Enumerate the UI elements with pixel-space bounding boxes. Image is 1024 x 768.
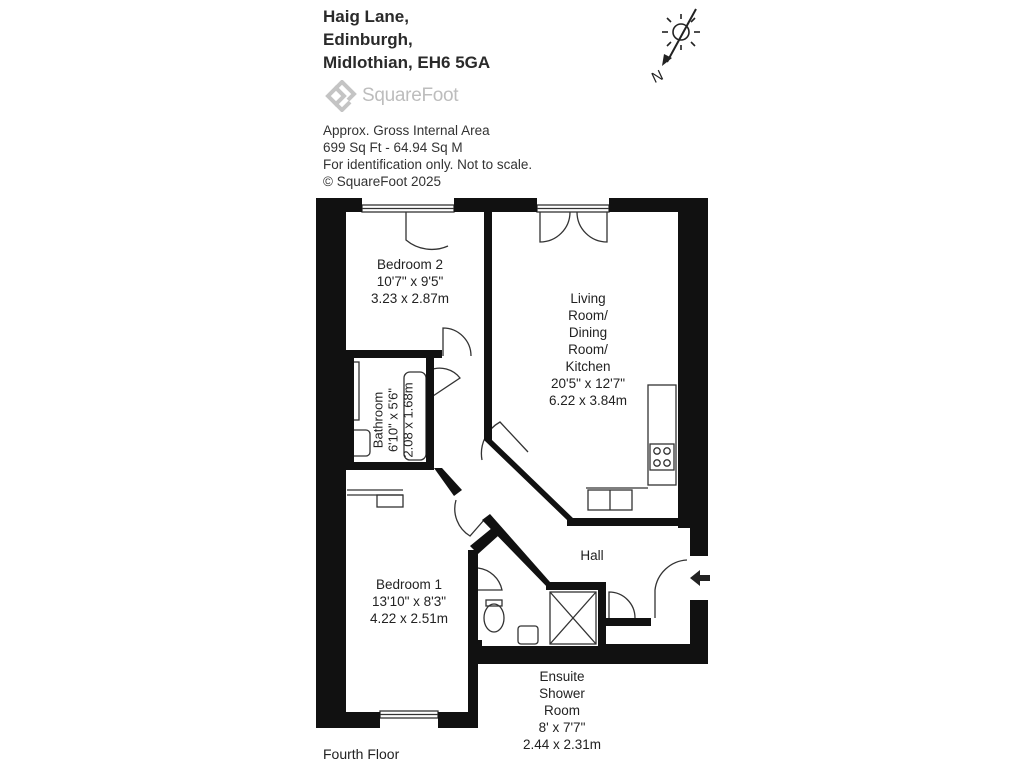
room-name: Bedroom 2 (376, 257, 444, 272)
compass: N (649, 8, 700, 87)
room-name: Bathroom (370, 391, 386, 449)
room-dimensions-metric: 2.08 x 1.68m (400, 382, 416, 458)
door-swing (442, 327, 472, 357)
door-swing (429, 367, 461, 399)
door-swing (477, 567, 503, 591)
door-swing (576, 211, 608, 243)
room-label-bathroom: Bathroom 6'10" x 5'6" 2.08 x 1.68m (371, 382, 416, 457)
room-name: Room/ (568, 308, 608, 323)
door-swing (608, 591, 636, 619)
room-name: Ensuite (539, 669, 585, 684)
room-dimensions-imperial: 20'5" x 12'7" (550, 376, 626, 391)
info-line: For identification only. Not to scale. (323, 157, 533, 172)
room-label-ensuite: Ensuite Shower Room 8' x 7'7" 2.44 x 2.3… (523, 668, 601, 753)
squarefoot-logo-icon (325, 80, 357, 112)
ensuite-basin (517, 625, 539, 645)
info-line: Approx. Gross Internal Area (323, 123, 490, 138)
room-name: Living (570, 291, 606, 306)
wardrobe (376, 494, 404, 508)
room-label-bedroom-2: Bedroom 2 10'7" x 9'5" 3.23 x 2.87m (371, 256, 449, 307)
room-name: Room (543, 703, 581, 718)
room-label-hall: Hall (580, 547, 603, 564)
room-label-living: Living Room/ Dining Room/ Kitchen 20'5" … (549, 290, 627, 409)
door-swing (654, 559, 688, 618)
walls (316, 198, 708, 728)
door-swing (539, 211, 571, 243)
north-arrow-icon (662, 8, 697, 66)
room-name: Shower (539, 686, 585, 701)
address-line: Haig Lane, (323, 7, 409, 26)
room-dimensions-metric: 3.23 x 2.87m (370, 291, 450, 306)
room-dimensions-metric: 2.44 x 2.31m (522, 737, 602, 752)
address-line: Midlothian, EH6 5GA (323, 53, 491, 72)
room-dimensions-metric: 4.22 x 2.51m (369, 611, 449, 626)
shower-tray (549, 591, 597, 645)
room-name: Kitchen (565, 359, 611, 374)
room-name: Hall (580, 548, 604, 563)
property-address: Haig Lane, Edinburgh, Midlothian, EH6 5G… (323, 5, 490, 74)
room-dimensions-metric: 6.22 x 3.84m (548, 393, 628, 408)
room-dimensions-imperial: 13'10" x 8'3" (371, 594, 447, 609)
toilet (483, 603, 505, 633)
room-dimensions-imperial: 8' x 7'7" (538, 720, 586, 735)
room-name: Dining (568, 325, 608, 340)
room-dimensions-imperial: 10'7" x 9'5" (376, 274, 444, 289)
kitchen-counter (647, 384, 677, 486)
floor-name: Fourth Floor (323, 746, 400, 762)
info-line: 699 Sq Ft - 64.94 Sq M (323, 140, 463, 155)
logo-text: SquareFoot (362, 85, 459, 106)
door-swing (405, 212, 449, 251)
entry-arrow (690, 570, 710, 586)
info-line: © SquareFoot 2025 (323, 174, 442, 189)
sun-icon (662, 14, 700, 50)
area-info: Approx. Gross Internal Area 699 Sq Ft - … (323, 122, 532, 190)
address-line: Edinburgh, (323, 30, 413, 49)
room-name: Room/ (568, 342, 608, 357)
squarefoot-logo: SquareFoot (322, 80, 482, 112)
hob (649, 443, 675, 471)
room-name: Bedroom 1 (375, 577, 443, 592)
room-label-bedroom-1: Bedroom 1 13'10" x 8'3" 4.22 x 2.51m (370, 576, 448, 627)
room-dimensions-imperial: 6'10" x 5'6" (385, 387, 401, 453)
door-swing (454, 499, 485, 537)
